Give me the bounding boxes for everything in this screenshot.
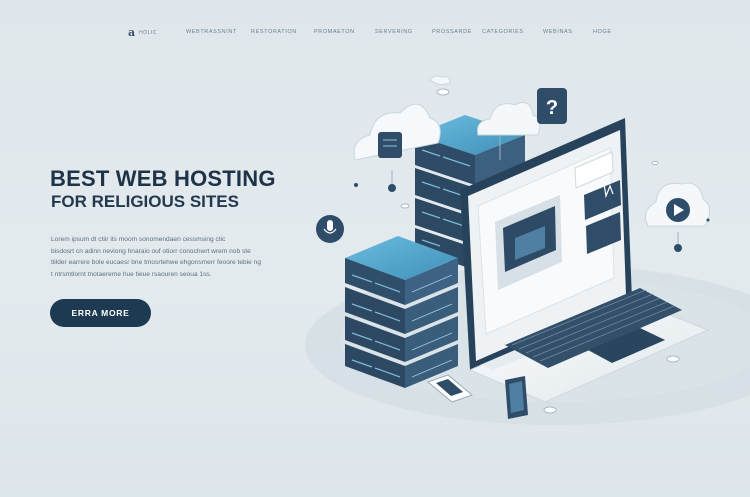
logo[interactable]: a HOLIC <box>128 26 157 39</box>
keyboard <box>505 288 682 368</box>
laptop <box>460 118 710 403</box>
learn-more-button[interactable]: ERRA MORE <box>50 299 151 327</box>
question-icon: ? <box>537 88 567 124</box>
hero-body: Lorem ipsum dt ctiir its moom sonomendae… <box>51 234 266 280</box>
nav-item-3[interactable]: PROMAETON <box>314 29 355 35</box>
nav-item-2[interactable]: RESTORATION <box>251 29 297 35</box>
nav-item-7[interactable]: WEBINAS <box>543 29 573 35</box>
trackpad <box>588 328 665 363</box>
nav-item-1[interactable]: WEBTRASSNINT <box>186 29 237 35</box>
logo-mark: a <box>128 26 136 39</box>
hero-title: BEST WEB HOSTING <box>50 166 276 191</box>
svg-text:?: ? <box>546 97 558 119</box>
nav-item-8[interactable]: HOGE <box>593 29 612 35</box>
nav-item-6[interactable]: CATEGORIES <box>482 29 524 35</box>
cloud-icon <box>429 75 451 85</box>
hero-body-line: tiilder earrere bole eucaesr bne tmosrte… <box>51 259 262 266</box>
hero-body-line: Lorem ipsum dt ctiir its moom sonomendae… <box>51 236 226 243</box>
nav-item-4[interactable]: SERVERING <box>375 29 413 35</box>
hero-subtitle: FOR RELIGIOUS SITES <box>51 192 239 211</box>
cloud-icon <box>353 103 441 161</box>
server-stack-front <box>345 236 458 388</box>
logo-text: HOLIC <box>139 29 157 36</box>
phone-icon <box>427 374 473 403</box>
hero-body-line: bisdosrt cn adinn neviong hnaraio ouf ot… <box>51 247 251 255</box>
tablet-icon <box>505 376 528 419</box>
cloud-icon <box>644 182 710 227</box>
hero-body-line: t ntrsmtlornt tnotaereme hue tieue rsaou… <box>51 270 212 278</box>
top-nav: a HOLIC WEBTRASSNINT RESTORATION PROMAET… <box>0 26 750 40</box>
cloud-icon <box>477 102 541 136</box>
microphone-icon <box>316 215 344 243</box>
nav-item-5[interactable]: PROSSARDE <box>432 29 472 35</box>
